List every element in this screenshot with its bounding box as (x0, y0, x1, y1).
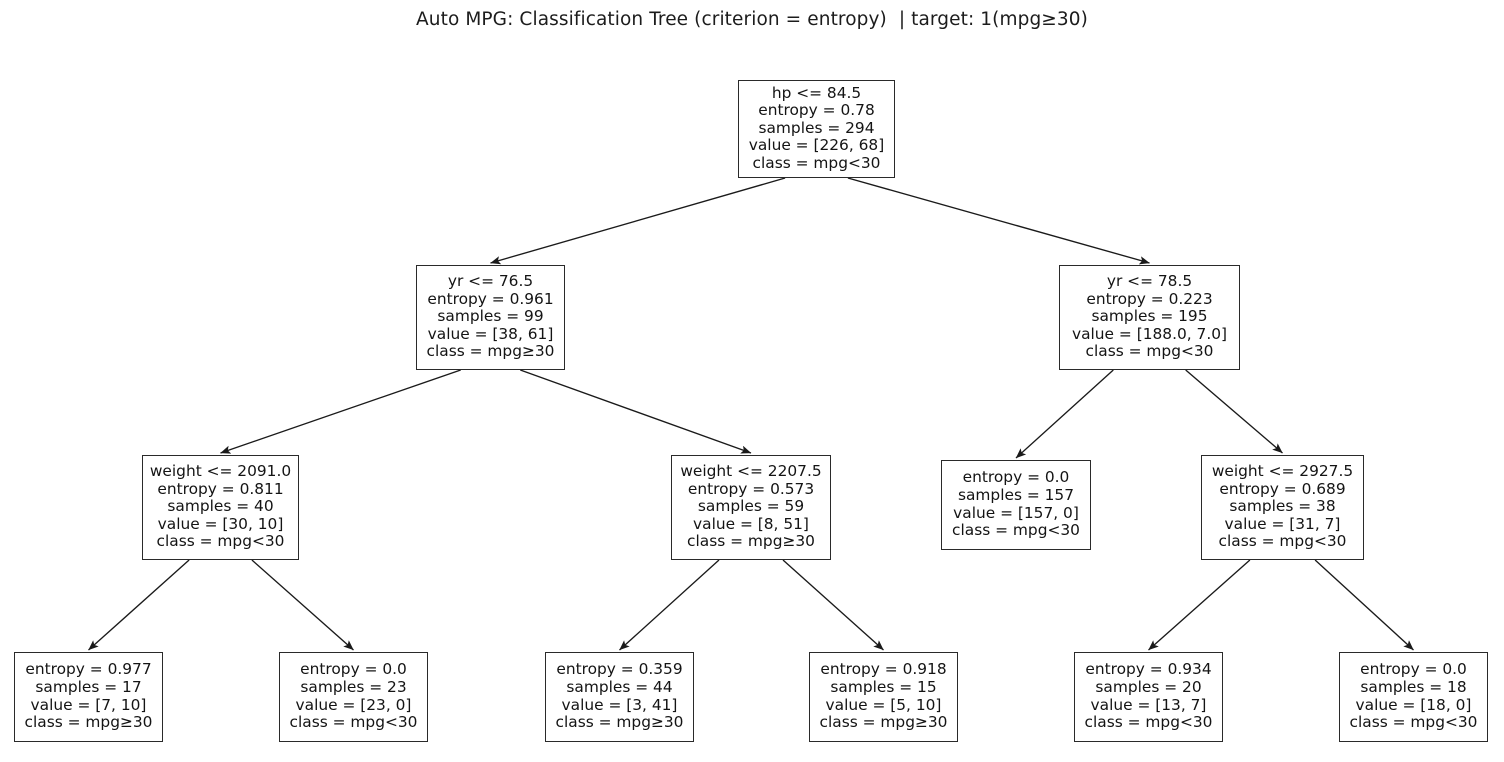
node-entropy: entropy = 0.961 (427, 289, 554, 308)
node-value: value = [18, 0] (1355, 695, 1472, 714)
node-samples: samples = 23 (300, 677, 407, 696)
tree-edge (1314, 559, 1414, 651)
node-value: value = [3, 41] (561, 695, 678, 714)
node-condition: weight <= 2207.5 (680, 462, 822, 481)
node-value: value = [188.0, 7.0] (1071, 324, 1228, 343)
node-class: class = mpg<30 (1084, 713, 1213, 732)
node-class: class = mpg≥30 (426, 342, 555, 361)
node-value: value = [157, 0] (953, 503, 1079, 522)
node-entropy: entropy = 0.78 (758, 101, 875, 120)
node-entropy: entropy = 0.934 (1085, 660, 1212, 679)
node-class: class = mpg<30 (1349, 713, 1478, 732)
node-value: value = [8, 51] (693, 514, 809, 533)
node-samples: samples = 18 (1360, 677, 1467, 696)
node-condition: weight <= 2927.5 (1211, 462, 1354, 481)
tree-edge (520, 369, 752, 454)
node-samples: samples = 17 (35, 677, 142, 696)
node-entropy: entropy = 0.359 (556, 660, 683, 679)
tree-edge (88, 559, 190, 651)
node-samples: samples = 20 (1095, 677, 1202, 696)
node-value: value = [7, 10] (30, 695, 147, 714)
node-entropy: entropy = 0.0 (300, 660, 407, 679)
node-entropy: entropy = 0.977 (25, 660, 152, 679)
tree-edge (1148, 559, 1251, 651)
node-entropy: entropy = 0.0 (962, 468, 1070, 487)
node-value: value = [38, 61] (427, 324, 554, 343)
node-entropy: entropy = 0.0 (1360, 660, 1467, 679)
tree-edge (782, 559, 884, 651)
node-entropy: entropy = 0.223 (1086, 289, 1213, 308)
node-entropy: entropy = 0.573 (687, 479, 815, 498)
node-condition: weight <= 2091.0 (149, 462, 292, 481)
tree-edge (220, 369, 461, 454)
node-samples: samples = 40 (167, 497, 274, 516)
tree-edge (619, 559, 720, 651)
node-samples: samples = 195 (1091, 307, 1208, 326)
tree-edge (1015, 369, 1114, 459)
node-class: class = mpg<30 (952, 521, 1080, 540)
node-class: class = mpg≥30 (819, 713, 948, 732)
node-entropy: entropy = 0.918 (820, 660, 947, 679)
node-class: class = mpg<30 (156, 532, 285, 551)
node-condition: hp <= 84.5 (771, 83, 862, 102)
node-condition: yr <= 78.5 (1106, 272, 1193, 291)
page-title: Auto MPG: Classification Tree (criterion… (416, 9, 1088, 30)
tree-edge (490, 177, 786, 265)
node-class: class = mpg≥30 (24, 713, 153, 732)
tree-edge (251, 559, 354, 651)
tree-edge (1185, 369, 1283, 454)
node-class: class = mpg<30 (1085, 342, 1214, 361)
node-value: value = [30, 10] (157, 514, 284, 533)
tree-edge (847, 177, 1150, 265)
node-samples: samples = 44 (566, 677, 673, 696)
node-samples: samples = 294 (758, 118, 875, 137)
node-samples: samples = 15 (830, 677, 937, 696)
node-condition: yr <= 76.5 (447, 272, 534, 291)
node-value: value = [31, 7] (1224, 514, 1341, 533)
node-value: value = [5, 10] (825, 695, 942, 714)
node-samples: samples = 157 (957, 485, 1075, 504)
node-value: value = [13, 7] (1090, 695, 1207, 714)
node-entropy: entropy = 0.689 (1219, 479, 1346, 498)
node-class: class = mpg<30 (752, 153, 881, 172)
node-samples: samples = 38 (1229, 497, 1336, 516)
node-value: value = [23, 0] (295, 695, 412, 714)
node-class: class = mpg≥30 (687, 532, 815, 551)
node-samples: samples = 59 (697, 497, 805, 516)
node-entropy: entropy = 0.811 (157, 479, 284, 498)
node-class: class = mpg<30 (1218, 532, 1347, 551)
node-class: class = mpg≥30 (555, 713, 684, 732)
node-value: value = [226, 68] (748, 136, 885, 155)
node-class: class = mpg<30 (289, 713, 418, 732)
node-samples: samples = 99 (437, 307, 544, 326)
